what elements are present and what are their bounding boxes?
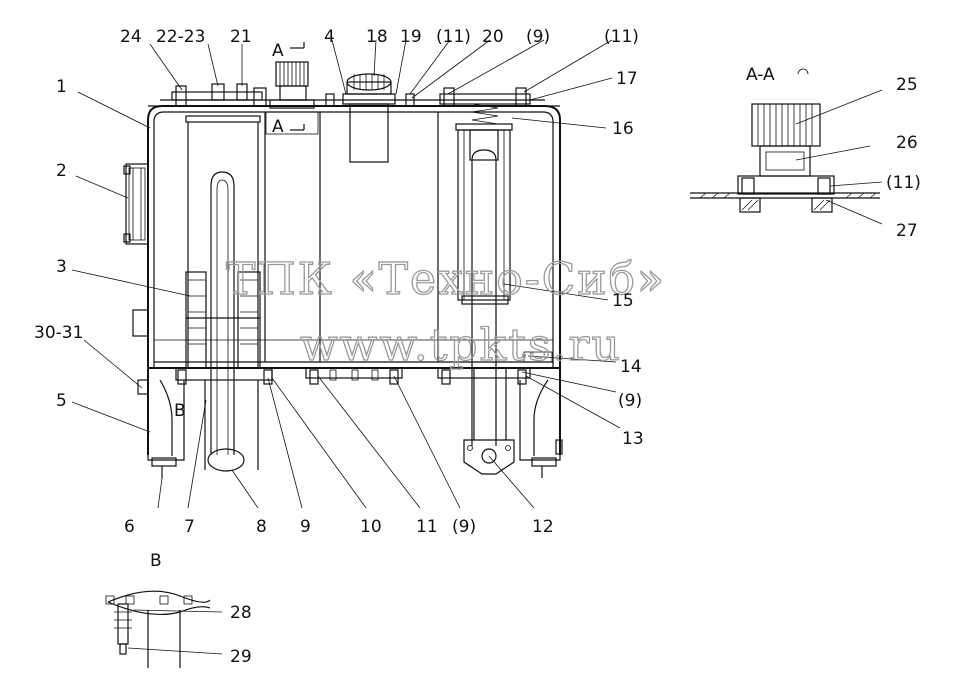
leader-lines <box>71 39 883 655</box>
watermark-url: www.tpkts.ru <box>300 320 622 371</box>
callout-27: 27 <box>896 221 918 241</box>
callout-6: 6 <box>124 517 135 537</box>
callout-7: 7 <box>184 517 195 537</box>
watermark-company: ТПК «Техно-Сиб» <box>226 254 666 305</box>
section-aa-title: A-A <box>746 65 775 85</box>
section-a-top-marker: A <box>272 41 284 61</box>
callout-29: 29 <box>230 647 252 667</box>
callout-8: 8 <box>256 517 267 537</box>
breather <box>325 73 415 163</box>
section-a-bottom-marker: A <box>272 117 284 137</box>
callout-11-detail: (11) <box>886 173 921 193</box>
callout-9-bottom: (9) <box>452 517 476 537</box>
callout-16: 16 <box>612 119 634 139</box>
callout-labels: 24 22-23 21 4 18 19 (11) 20 (9) (11) 17 … <box>34 27 921 667</box>
return-filter <box>437 87 531 475</box>
callout-9-top: (9) <box>526 27 550 47</box>
callout-15: 15 <box>612 291 634 311</box>
callout-24: 24 <box>120 27 142 47</box>
callout-12: 12 <box>532 517 554 537</box>
callout-28: 28 <box>230 603 252 623</box>
callout-9-mid-right: (9) <box>618 391 642 411</box>
callout-20: 20 <box>482 27 504 47</box>
callout-17: 17 <box>616 69 638 89</box>
view-b-title: B <box>150 551 162 571</box>
callout-26: 26 <box>896 133 918 153</box>
callout-11-top: (11) <box>436 27 471 47</box>
callout-1: 1 <box>56 77 67 97</box>
callout-3: 3 <box>56 257 67 277</box>
cleanout-cover <box>305 367 403 385</box>
callout-2: 2 <box>56 161 67 181</box>
callout-25: 25 <box>896 75 918 95</box>
callout-22-23: 22-23 <box>156 27 205 47</box>
suction-strainer <box>175 115 273 472</box>
callout-14: 14 <box>620 357 642 377</box>
filler-cap <box>265 42 319 135</box>
callout-11: 11 <box>416 517 438 537</box>
callout-10: 10 <box>360 517 382 537</box>
callout-30-31: 30-31 <box>34 323 83 343</box>
view-b-detail <box>105 590 211 668</box>
section-markers: A A A-A B B <box>150 41 775 571</box>
callout-21: 21 <box>230 27 252 47</box>
callout-9: 9 <box>300 517 311 537</box>
section-aa-detail <box>690 68 880 213</box>
callout-13: 13 <box>622 429 644 449</box>
watermark: ТПК «Техно-Сиб» www.tpkts.ru <box>225 253 666 371</box>
callout-5: 5 <box>56 391 67 411</box>
tank-legs <box>137 379 563 478</box>
callout-11-top-right: (11) <box>604 27 639 47</box>
top-cover-left <box>171 83 267 107</box>
callout-18: 18 <box>366 27 388 47</box>
sight-gauge <box>123 163 149 245</box>
callout-19: 19 <box>400 27 422 47</box>
view-b-marker: B <box>174 401 186 421</box>
callout-4: 4 <box>324 27 335 47</box>
